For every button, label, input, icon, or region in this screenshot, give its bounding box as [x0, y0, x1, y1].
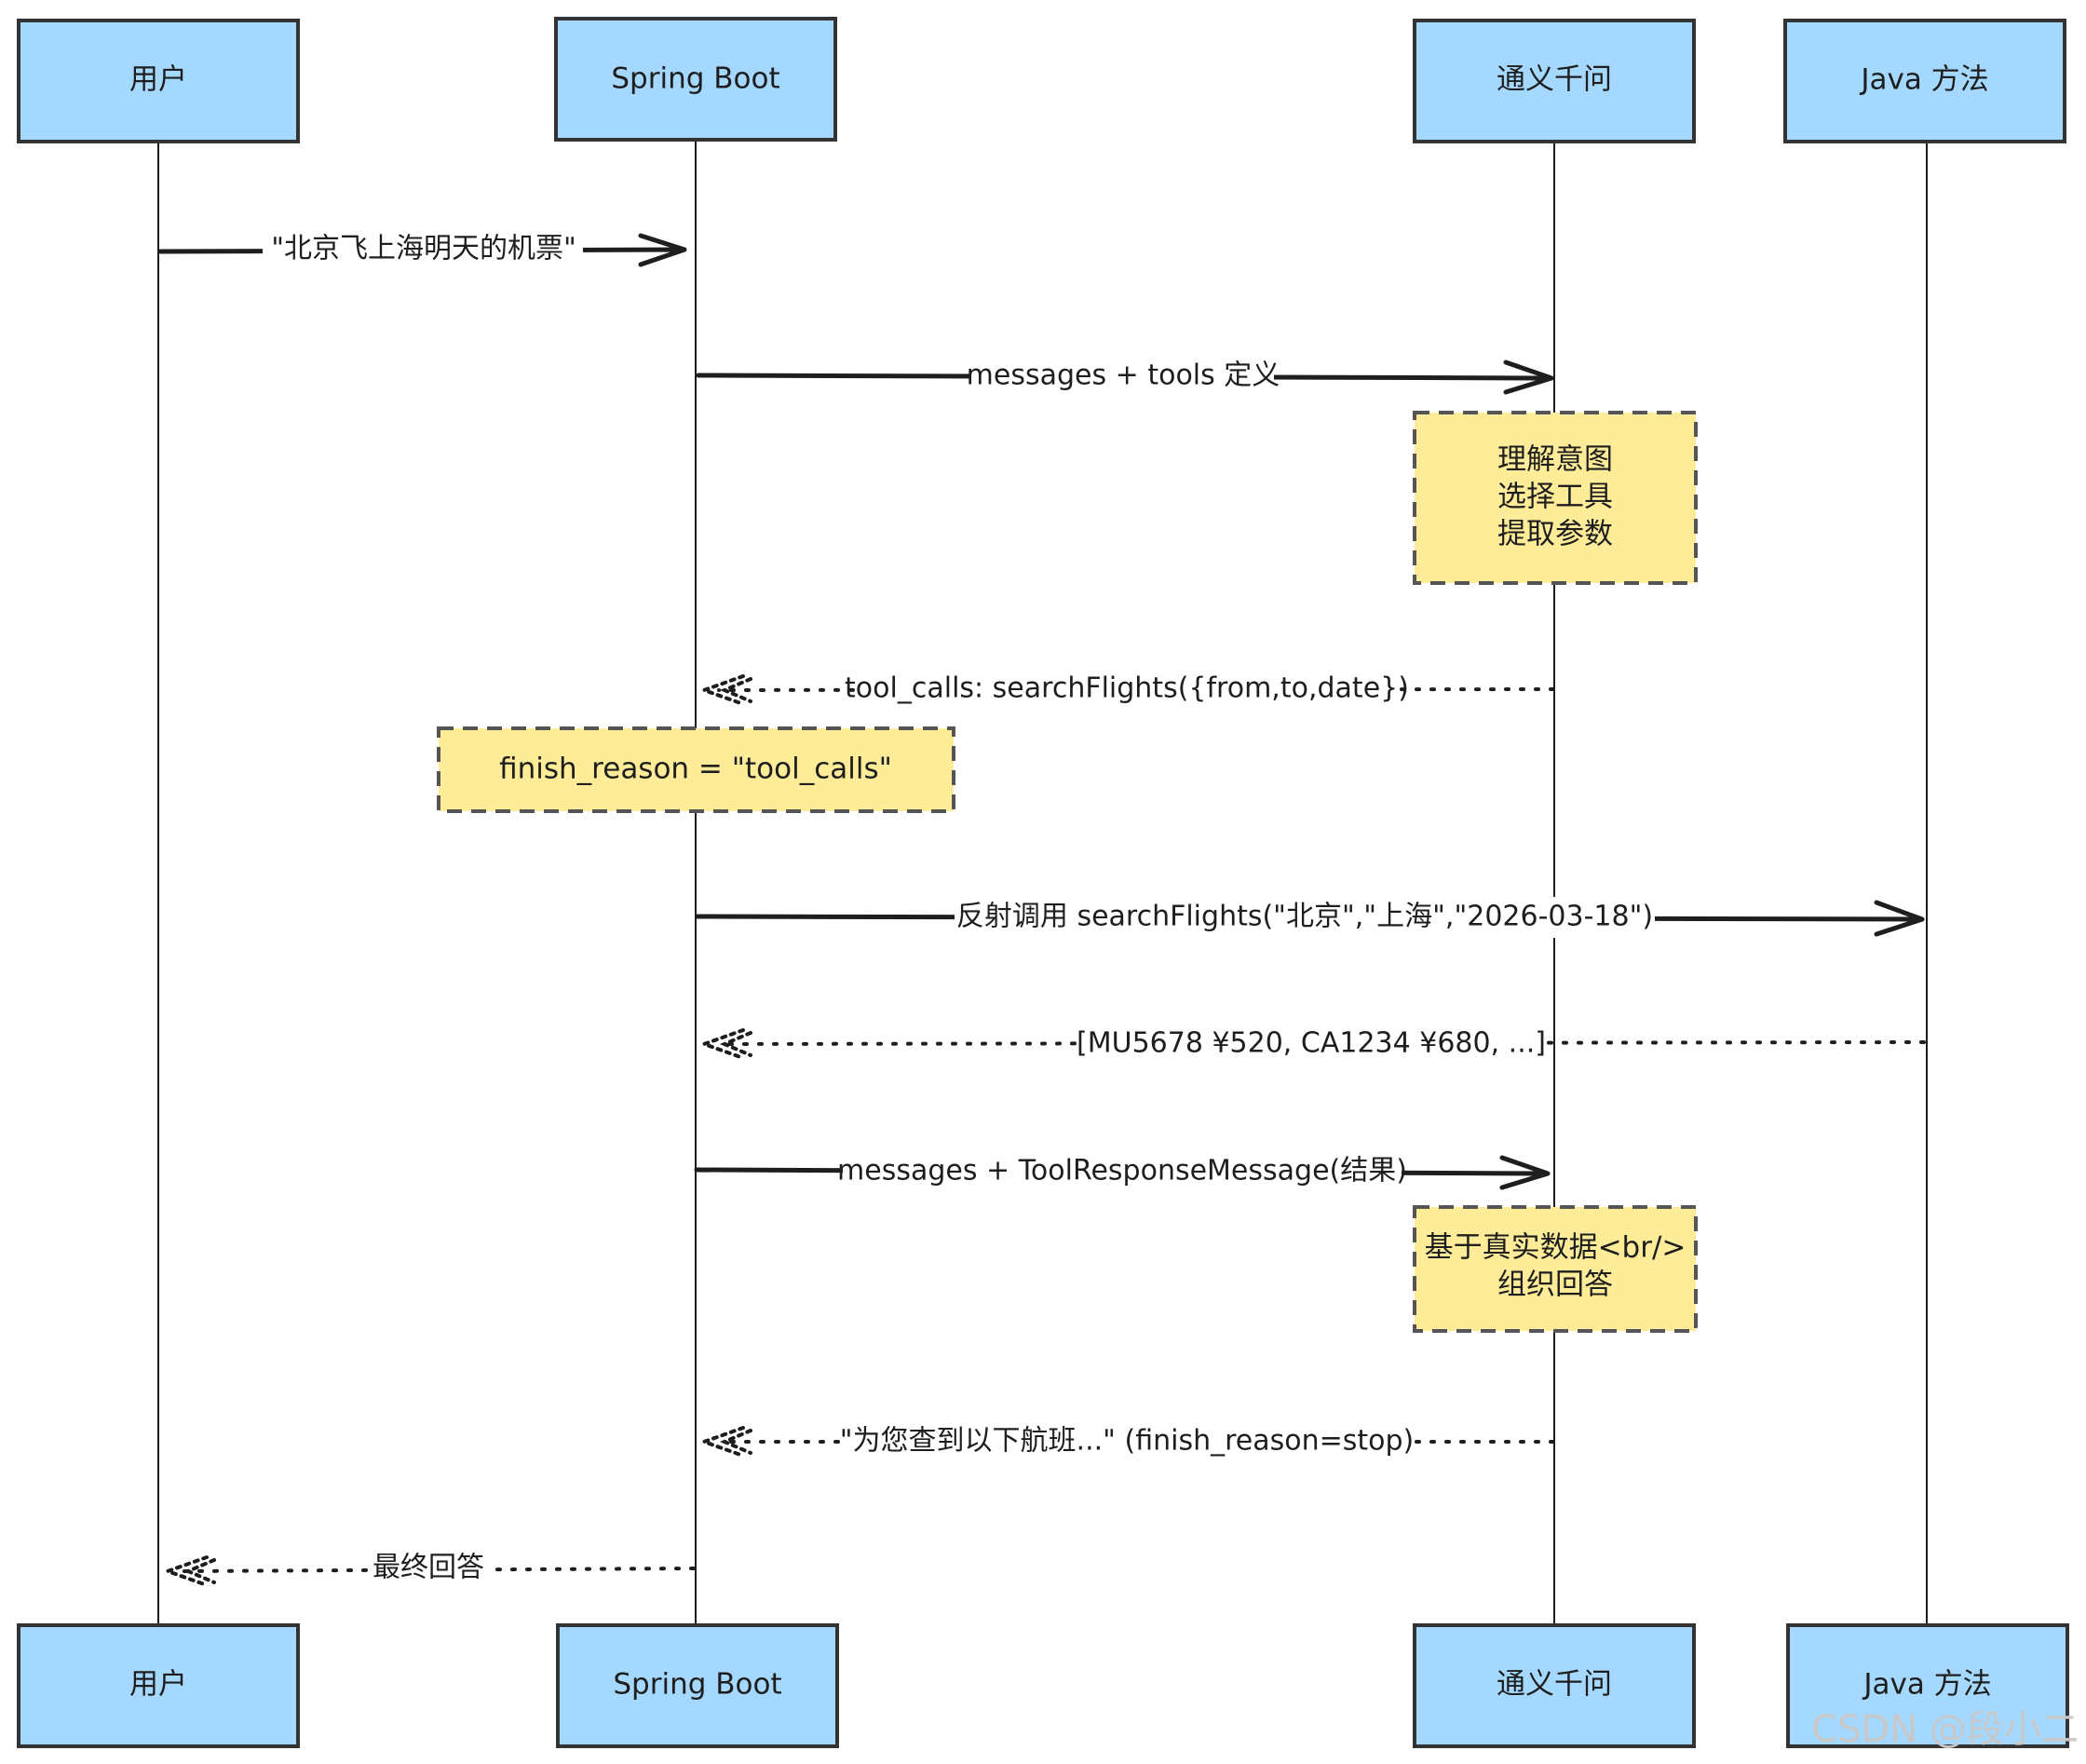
actor-bottom-user-label: 用户	[129, 1668, 187, 1702]
message-5-label: [MU5678 ¥520, CA1234 ¥680, ...]	[1077, 1027, 1546, 1060]
actor-bottom-spring-boot: Spring Boot	[556, 1623, 839, 1748]
message-spring-to-user-final: 最终回答	[162, 1548, 696, 1589]
actor-top-java-label: Java 方法	[1859, 63, 1988, 97]
message-java-to-spring-result: [MU5678 ¥520, CA1234 ¥680, ...]	[698, 1024, 1926, 1065]
message-7-label: "为您查到以下航班..." (finish_reason=stop)	[840, 1425, 1414, 1458]
actor-bottom-tongyi: 通义千问	[1413, 1623, 1696, 1748]
message-tongyi-to-spring-stop: "为您查到以下航班..." (finish_reason=stop)	[698, 1421, 1555, 1462]
message-6-label: messages + ToolResponseMessage(结果)	[837, 1155, 1407, 1187]
note-finish-reason-toolcalls: finish_reason = "tool_calls"	[437, 726, 955, 813]
message-2-label: messages + tools 定义	[967, 360, 1280, 392]
message-spring-to-tongyi: messages + tools 定义	[696, 356, 1554, 397]
note-1-line-1: 理解意图	[1497, 443, 1613, 477]
message-3-label: tool_calls: searchFlights({from,to,date}…	[845, 672, 1409, 705]
watermark: CSDN @段小二	[1811, 1708, 2079, 1751]
message-tongyi-to-spring-toolcalls: tool_calls: searchFlights({from,to,date}…	[698, 669, 1555, 710]
actor-bottom-java: Java 方法	[1786, 1623, 2069, 1748]
message-4-label: 反射调用 searchFlights("北京","上海","2026-03-18…	[956, 901, 1653, 933]
message-user-to-spring: "北京飞上海明天的机票"	[157, 229, 687, 270]
note-2-line-1: finish_reason = "tool_calls"	[499, 753, 892, 786]
note-3-line-2: 组织回答	[1497, 1269, 1613, 1302]
note-1-line-2: 选择工具	[1497, 481, 1613, 514]
actor-bottom-user: 用户	[17, 1623, 300, 1748]
message-spring-to-java: 反射调用 searchFlights("北京","上海","2026-03-18…	[695, 897, 1925, 938]
message-8-label: 最终回答	[372, 1552, 484, 1584]
actor-top-user-label: 用户	[129, 63, 187, 97]
actor-bottom-spring-boot-label: Spring Boot	[613, 1668, 781, 1702]
actor-top-java: Java 方法	[1783, 19, 2066, 143]
actor-top-tongyi: 通义千问	[1413, 19, 1696, 143]
message-1-label: "北京飞上海明天的机票"	[271, 233, 576, 265]
actor-bottom-tongyi-label: 通义千问	[1497, 1668, 1612, 1702]
actor-top-spring-boot-label: Spring Boot	[611, 62, 779, 96]
actor-top-spring-boot: Spring Boot	[554, 17, 837, 142]
note-understand-intent: 理解意图 选择工具 提取参数	[1413, 411, 1698, 585]
message-spring-to-tongyi-response: messages + ToolResponseMessage(结果)	[694, 1151, 1551, 1192]
note-1-line-3: 提取参数	[1497, 518, 1613, 551]
actor-bottom-java-label: Java 方法	[1862, 1668, 1991, 1702]
actor-top-user: 用户	[17, 19, 300, 143]
note-answer-with-real-data: 基于真实数据<br/> 组织回答	[1413, 1205, 1698, 1333]
note-3-line-1: 基于真实数据<br/>	[1425, 1231, 1686, 1265]
actor-top-tongyi-label: 通义千问	[1497, 63, 1612, 97]
